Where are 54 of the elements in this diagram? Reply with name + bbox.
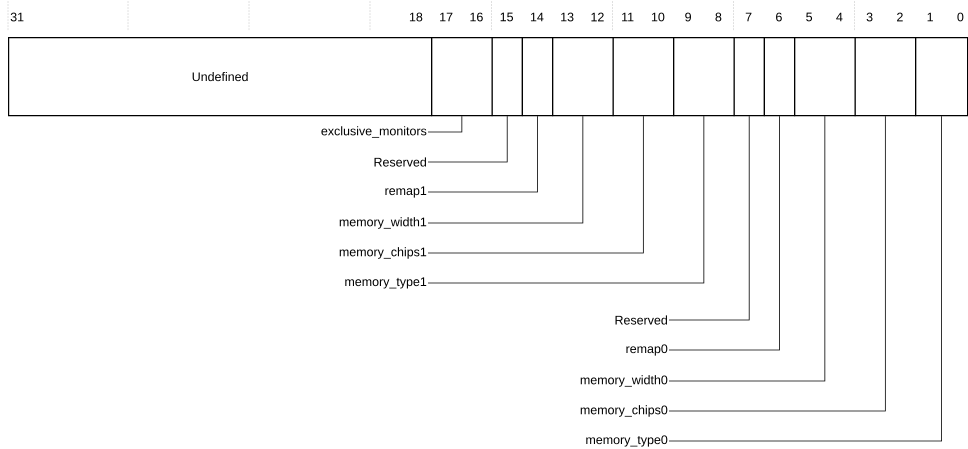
bit-field	[734, 37, 765, 116]
field-name: memory_chips0	[580, 405, 668, 417]
bit-number: 2	[897, 12, 903, 22]
bit-number: 14	[530, 12, 544, 22]
bit-number: 18	[410, 12, 422, 22]
leader-line	[668, 116, 942, 442]
field-name: remap1	[385, 186, 426, 198]
bit-number: 11	[622, 12, 634, 22]
field-name: Reserved	[374, 157, 426, 167]
bit-field	[915, 37, 968, 116]
bit-field	[794, 37, 856, 116]
bit-field	[431, 37, 493, 116]
field-name: memory_width0	[580, 375, 668, 387]
bit-field	[854, 37, 916, 116]
bit-number: 13	[561, 12, 574, 22]
field-name: memory_type0	[586, 435, 668, 447]
bit-field	[673, 37, 735, 116]
bit-field	[492, 37, 523, 116]
leader-line	[428, 116, 644, 254]
bit-number: 5	[806, 12, 812, 22]
bit-number: 31	[10, 12, 24, 22]
bit-number: 12	[591, 12, 604, 22]
bit-number: 15	[500, 12, 513, 22]
bit-number: 0	[957, 12, 964, 22]
bit-field	[764, 37, 796, 116]
bit-field	[552, 37, 614, 116]
field-name: exclusive_monitors	[321, 126, 426, 138]
field-name: memory_width1	[340, 217, 426, 229]
bit-field: Undefined	[8, 37, 432, 116]
leader-line	[668, 116, 780, 350]
bit-number: 9	[685, 12, 691, 22]
leader-line	[668, 116, 826, 382]
field-name: memory_type1	[345, 277, 426, 289]
bit-number: 16	[470, 12, 483, 22]
field-name: memory_chips1	[340, 247, 426, 259]
bit-field	[522, 37, 554, 116]
bit-number: 8	[715, 12, 722, 22]
field-name: remap0	[626, 344, 668, 356]
bit-number: 1	[928, 12, 933, 22]
bit-number: 10	[652, 12, 664, 22]
leader-line	[428, 116, 508, 162]
bit-number: 6	[776, 12, 782, 22]
bit-field	[612, 37, 674, 116]
leader-line	[428, 116, 538, 192]
leader-line	[428, 116, 704, 284]
bit-number: 4	[836, 12, 842, 22]
leader-line	[668, 116, 750, 320]
bit-number: 17	[440, 12, 452, 22]
leader-line	[428, 116, 584, 224]
field-name: Reserved	[616, 315, 667, 325]
bit-number: 7	[746, 12, 752, 22]
bit-number: 3	[866, 12, 873, 22]
leader-line	[428, 116, 462, 132]
leader-line	[668, 116, 886, 412]
